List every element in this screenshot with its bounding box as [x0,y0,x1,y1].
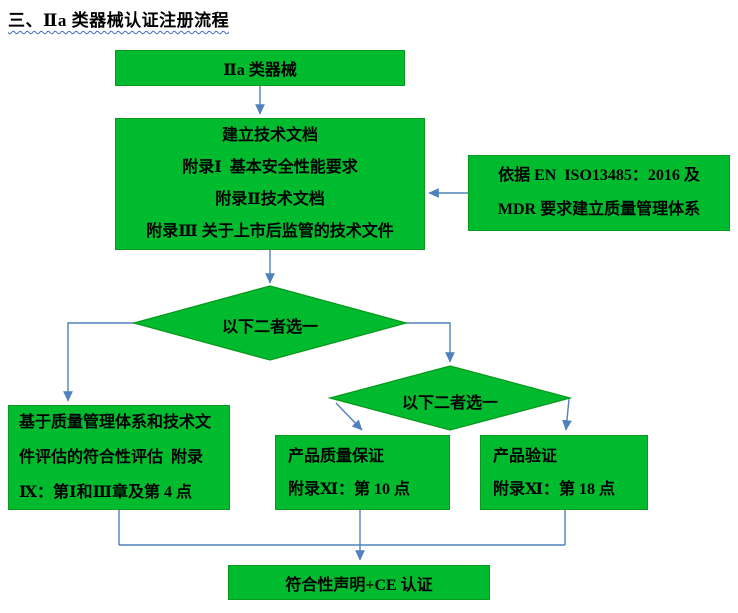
connector-choice2-to-verification [562,398,572,431]
node-quality-management-system: 依据 EN ISO13485：2016 及 MDR 要求建立质量管理体系 [468,155,730,231]
techdoc-line: 附录Ⅱ技术文档 [215,191,325,208]
verification-line: 产品验证 [493,447,558,465]
techdoc-line: 建立技术文档 [221,127,318,144]
quality-line: 产品质量保证 [288,447,385,465]
connector-choice1-to-choice2 [406,322,455,363]
decision-choice1-label: 以下二者选一 [221,319,318,336]
qms-line: MDR 要求建立质量管理体系 [497,201,701,218]
node-device-class: Ⅱa 类器械 [115,50,405,86]
node-technical-documentation: 建立技术文档 附录Ⅰ 基本安全性能要求 附录Ⅱ技术文档 附录Ⅲ 关于上市后监管的… [115,118,425,250]
verification-line: 附录Ⅺ：第 18 点 [493,480,616,498]
node-product-quality-assurance: 产品质量保证 附录Ⅺ：第 10 点 [275,435,450,510]
quality-line: 附录Ⅺ：第 10 点 [288,480,411,498]
decision-choice1-shape [131,285,409,361]
node-device-class-label: Ⅱa 类器械 [223,62,297,79]
connector-choice1-to-conformity [63,322,135,402]
page-title: 三、Ⅱa 类器械认证注册流程 [8,6,229,31]
declaration-label: 符合性声明+CE 认证 [285,576,433,594]
conformity-line: 基于质量管理体系和技术文 [19,414,212,431]
conformity-line: 件评估的符合性评估 附录 [19,449,204,466]
node-conformity-assessment: 基于质量管理体系和技术文 件评估的符合性评估 附录 Ⅸ：第Ⅰ和Ⅲ章及第 4 点 [8,405,230,510]
techdoc-line: 附录Ⅰ 基本安全性能要求 [182,159,358,176]
decision-choice2-shape [327,365,573,431]
node-declaration-of-conformity: 符合性声明+CE 认证 [228,565,490,600]
conformity-line: Ⅸ：第Ⅰ和Ⅲ章及第 4 点 [19,484,192,501]
connector-choice2-to-quality [335,402,363,431]
qms-line: 依据 EN ISO13485：2016 及 [498,167,700,184]
decision-choice2-label: 以下二者选一 [401,395,498,412]
node-product-verification: 产品验证 附录Ⅺ：第 18 点 [480,435,648,510]
page-title-text: 三、Ⅱa 类器械认证注册流程 [8,11,230,30]
techdoc-line: 附录Ⅲ 关于上市后监管的技术文件 [146,223,394,240]
